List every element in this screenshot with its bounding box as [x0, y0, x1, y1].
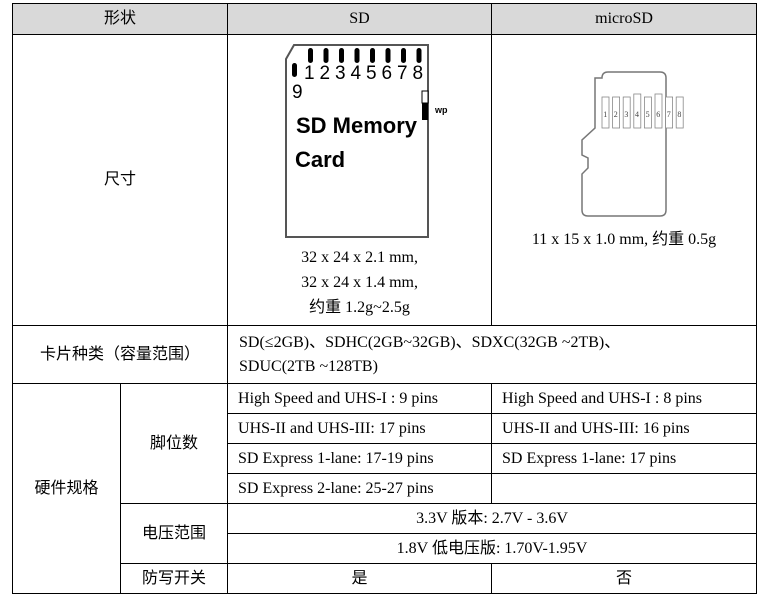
write-protect-microsd: 否 — [491, 563, 758, 594]
types-line: SDUC(2TB ~128TB) — [239, 357, 378, 375]
pins-row: 硬件规格 脚位数 High Speed and UHS-I : 9 pins H… — [12, 383, 758, 594]
pin-contact — [323, 47, 329, 63]
sd-size-line: 32 x 24 x 2.1 mm, — [301, 248, 418, 266]
pins-sd: UHS-II and UHS-III: 17 pins — [227, 413, 493, 444]
header-sd: SD — [227, 3, 493, 35]
sd-weight-line: 约重 1.2g~2.5g — [309, 298, 410, 316]
sd-card-text-2: Card — [295, 147, 345, 172]
hardware-label: 硬件规格 — [12, 383, 121, 594]
types-line: SD(≤2GB)、SDHC(2GB~32GB)、SDXC(32GB ~2TB)、 — [239, 333, 621, 351]
microsd-pin-contact — [622, 96, 631, 129]
pins-sd: High Speed and UHS-I : 9 pins — [227, 383, 493, 414]
pins-sd: SD Express 2-lane: 25-27 pins — [227, 473, 493, 504]
pin-number: 1 — [304, 63, 315, 84]
pins-microsd: SD Express 1-lane: 17 pins — [491, 443, 758, 474]
write-protect-label: 防写开关 — [119, 563, 229, 594]
sd-size-line: 32 x 24 x 1.4 mm, — [301, 273, 418, 291]
microsd-pin-number: 5 — [646, 110, 650, 119]
pin-contact — [338, 47, 344, 63]
pin-contact — [385, 47, 391, 63]
pin-number: 8 — [412, 63, 423, 84]
voltage-18: 1.8V 低电压版: 1.70V-1.95V — [227, 533, 758, 564]
microsd-pin-contact — [601, 96, 610, 129]
pin-number: 7 — [397, 63, 408, 84]
pin-contact — [369, 47, 375, 63]
write-protect-sd: 是 — [227, 563, 493, 594]
pin-number: 5 — [366, 63, 377, 84]
pin-contact — [354, 47, 360, 63]
microsd-pin-number: 7 — [667, 110, 671, 119]
header-shape: 形状 — [11, 3, 229, 35]
types-row: 卡片种类（容量范围） SD(≤2GB)、SDHC(2GB~32GB)、SDXC(… — [11, 325, 758, 384]
pins-microsd — [491, 473, 758, 504]
pins-sd: SD Express 1-lane: 17-19 pins — [227, 443, 493, 474]
voltage-label: 电压范围 — [119, 503, 229, 564]
microsd-pin-number: 2 — [614, 110, 618, 119]
pins-microsd: High Speed and UHS-I : 8 pins — [491, 383, 758, 414]
wp-label: wp — [434, 105, 448, 115]
size-label: 尺寸 — [11, 34, 229, 326]
pin-contact — [416, 47, 422, 63]
microsd-pin-number: 4 — [635, 110, 639, 119]
microsd-pin-number: 1 — [603, 110, 607, 119]
microsd-pin-contact — [633, 93, 642, 129]
pin-number: 6 — [381, 63, 392, 84]
pin-number: 3 — [335, 63, 346, 84]
microsd-pin-contact — [665, 96, 674, 129]
microsd-pin-number: 3 — [624, 110, 628, 119]
voltage-row: 1.8V 低电压版: 1.70V-1.95V — [13, 533, 758, 564]
header-row: 形状 SD microSD — [11, 3, 758, 35]
microsd-pin-contact — [675, 96, 684, 129]
microsd-pin-contact — [644, 96, 652, 129]
microsd-pin-number: 6 — [656, 110, 660, 119]
types-label: 卡片种类（容量范围） — [11, 325, 229, 384]
pin-contact — [307, 47, 313, 63]
types-value: SD(≤2GB)、SDHC(2GB~32GB)、SDXC(32GB ~2TB)、… — [227, 325, 758, 384]
microsd-pin-contact — [612, 96, 621, 129]
write-protect-row: 防写开关 是 否 — [13, 563, 758, 594]
pin-contact — [291, 62, 297, 77]
header-microsd: microSD — [491, 3, 758, 35]
pin-number: 4 — [350, 63, 361, 84]
pin-number: 2 — [319, 63, 330, 84]
pins-microsd: UHS-II and UHS-III: 16 pins — [491, 413, 758, 444]
pin-9-label: 9 — [292, 82, 303, 103]
microsd-pin-contact — [654, 93, 663, 129]
pins-label: 脚位数 — [119, 383, 229, 504]
pins-row: UHS-II and UHS-III: 17 pins UHS-II and U… — [13, 413, 758, 444]
microsd-pin-number: 8 — [677, 110, 681, 119]
voltage-33: 3.3V 版本: 2.7V - 3.6V — [227, 503, 758, 534]
voltage-row: 电压范围 3.3V 版本: 2.7V - 3.6V — [13, 503, 758, 564]
microsd-size-text: 11 x 15 x 1.0 mm, 约重 0.5g — [531, 231, 717, 248]
sd-card-text-1: SD Memory — [296, 113, 418, 138]
pins-row: SD Express 2-lane: 25-27 pins — [13, 473, 758, 504]
pin-contact — [400, 47, 406, 63]
